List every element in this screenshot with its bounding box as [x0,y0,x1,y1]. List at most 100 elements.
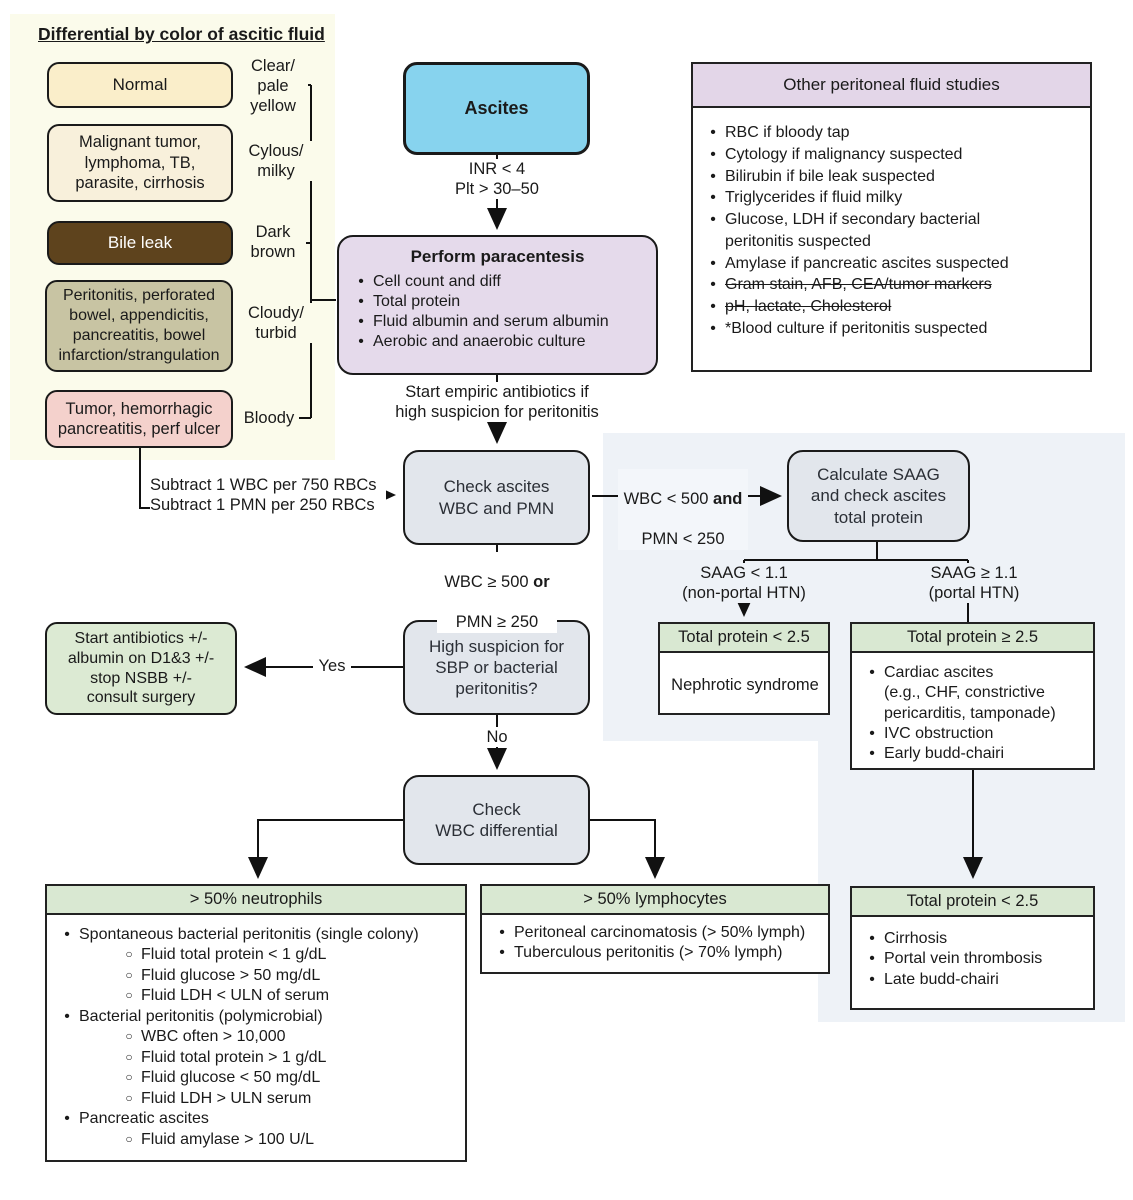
tp-low-item: Late budd-chairi [884,970,999,988]
circle-bullet-icon: ○ [125,1049,133,1064]
calculate-saag-node: Calculate SAAG and check ascites total p… [787,450,970,542]
circle-bullet-icon: ○ [125,1131,133,1146]
neutrophils-subitem: Fluid LDH > ULN serum [141,1089,312,1107]
label-dark-brown: Dark brown [240,222,306,263]
neutrophils-item: Pancreatic ascites [79,1110,209,1128]
high-suspicion-node: High suspicion for SBP or bacterial peri… [403,620,590,715]
bullet-icon: • [869,724,875,742]
lymphocytes-item: Peritoneal carcinomatosis (> 50% lymph) [514,924,806,941]
bullet-icon: • [710,124,716,141]
bullet-icon: • [710,298,716,315]
check-wbc-differential-node: Check WBC differential [403,775,590,865]
bullet-icon: • [64,1007,70,1025]
label-empiric-antibiotics: Start empiric antibiotics if high suspic… [377,382,617,423]
lymphocytes-item: Tuberculous peritonitis (> 70% lymph) [514,944,783,962]
neutrophils-subitem: Fluid total protein > 1 g/dL [141,1048,327,1066]
label-yes: Yes [313,656,351,677]
nephrotic-box: Total protein < 2.5 Nephrotic syndrome [658,622,830,715]
neutrophils-header: > 50% neutrophils [47,886,465,915]
bullet-icon: • [869,930,875,947]
label-subtract-note: Subtract 1 WBC per 750 RBCs Subtract 1 P… [150,475,386,516]
other-studies-item: Glucose, LDH if secondary bacterial peri… [725,211,981,250]
bullet-icon: • [710,254,716,272]
label-cylous-milky: Cylous/ milky [240,141,312,182]
other-studies-box: Other peritoneal fluid studies •RBC if b… [691,62,1092,372]
paracentesis-node: Perform paracentesis • Cell count and dif… [337,235,658,375]
bullet-icon: • [710,211,716,228]
total-protein-high-header: Total protein ≥ 2.5 [852,624,1093,653]
label-inr-plt: INR < 4 Plt > 30–50 [437,159,557,200]
bullet-icon: • [710,276,716,294]
diff-left [248,819,403,879]
neutrophils-box: > 50% neutrophils • Spontaneous bacterial… [45,884,467,1162]
neutrophils-subitem: Fluid glucose > 50 mg/dL [141,966,321,984]
tp-low-item: Cirrhosis [884,930,948,947]
bullet-icon: • [64,1110,70,1128]
neutrophils-subitem: Fluid amylase > 100 U/L [141,1130,314,1148]
bullet-icon: • [710,189,716,207]
legend-box-malignant: Malignant tumor, lymphoma, TB, parasite,… [47,124,233,202]
circle-bullet-icon: ○ [125,1070,133,1085]
other-studies-item: *Blood culture if peritonitis suspected [725,319,988,337]
neutrophils-subitem: Fluid total protein < 1 g/dL [141,946,327,964]
label-cloudy-turbid: Cloudy/ turbid [240,303,312,344]
paracentesis-title: Perform paracentesis [410,247,585,266]
other-studies-header: Other peritoneal fluid studies [693,64,1090,108]
label-wbc-high: WBC ≥ 500 or PMN ≥ 250 [437,552,557,633]
label-no: No [482,727,512,748]
other-studies-item: Amylase if pancreatic ascites suspected [725,254,1009,272]
saag-stem [743,542,969,622]
wbc-low-line2: PMN < 250 [641,530,725,549]
circle-bullet-icon: ○ [125,1029,133,1044]
nephrotic-body: Nephrotic syndrome [671,675,819,694]
tumor-to-subtract [139,448,150,509]
label-wbc-low: WBC < 500 and PMN < 250 [618,469,748,550]
nephrotic-header: Total protein < 2.5 [660,624,828,653]
other-studies-item-struck: Gram stain, AFB, CEA/tumor markers [725,276,992,294]
check-wbc-pmn-node: Check ascites WBC and PMN [403,450,590,545]
total-protein-low-box: Total protein < 2.5 • Cirrhosis • Portal v… [850,886,1095,1010]
bullet-icon: • [710,145,716,163]
bullet-icon: • [358,273,364,291]
paracentesis-item: Cell count and diff [373,273,501,291]
bullet-icon: • [64,926,70,943]
legend-box-peritonitis: Peritonitis, perforated bowel, appendici… [45,280,233,372]
neutrophils-subitem: Fluid LDH < ULN of serum [141,987,330,1005]
legend-box-bile-leak: Bile leak [47,221,233,265]
bullet-icon: • [358,332,364,350]
legend-title: Differential by color of ascitic fluid [38,24,325,44]
bullet-icon: • [869,950,875,968]
bullet-icon: • [358,312,364,330]
bullet-icon: • [499,944,505,962]
tp-high-item: Cardiac ascites (e.g., CHF, constrictive… [884,664,1056,722]
tp-high-item: Early budd-chairi [884,745,1005,763]
ascites-node: Ascites [403,62,590,155]
other-studies-item: Triglycerides if fluid milky [725,189,903,207]
circle-bullet-icon: ○ [125,967,133,982]
lymphocytes-box: > 50% lymphocytes •Peritoneal carcinomat… [480,884,830,974]
neutrophils-subitem: Fluid glucose < 50 mg/dL [141,1069,321,1087]
neutrophils-item: Spontaneous bacterial peritonitis (singl… [79,926,419,943]
wbc-high-line2: PMN ≥ 250 [455,613,539,632]
other-studies-item: Bilirubin if bile leak suspected [725,167,935,185]
bullet-icon: • [869,970,875,988]
total-protein-high-box: Total protein ≥ 2.5 • Cardiac ascites (e.… [850,622,1095,770]
total-protein-low-header: Total protein < 2.5 [852,888,1093,917]
start-antibiotics-node: Start antibiotics +/- albumin on D1&3 +/… [45,622,237,715]
paracentesis-item: Aerobic and anaerobic culture [373,332,586,350]
label-clear-pale-yellow: Clear/ pale yellow [238,56,308,117]
other-studies-item-struck: pH, lactate, Cholesterol [725,298,892,315]
paracentesis-item: Total protein [373,292,461,310]
circle-bullet-icon: ○ [125,947,133,962]
circle-bullet-icon: ○ [125,1090,133,1105]
tp-high-item: IVC obstruction [884,724,994,742]
wbc-low-and: and [713,490,743,509]
bullet-icon: • [869,745,875,763]
wbc-high-or: or [533,573,550,592]
tp-low-item: Portal vein thrombosis [884,950,1043,968]
circle-bullet-icon: ○ [125,988,133,1003]
bullet-icon: • [869,664,875,681]
other-studies-item: Cytology if malignancy suspected [725,145,963,163]
neutrophils-subitem: WBC often > 10,000 [141,1028,286,1046]
